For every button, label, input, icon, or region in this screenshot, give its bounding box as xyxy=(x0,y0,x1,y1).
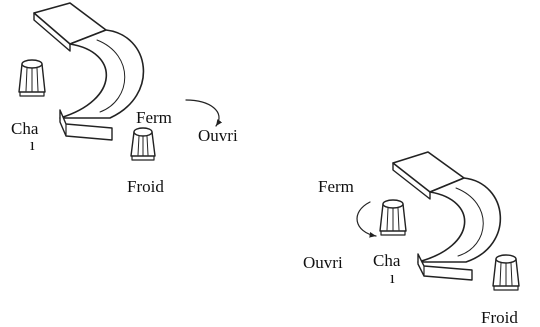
diagram-1: Ferm Ouvri Cha ı Froid xyxy=(11,2,238,196)
close-label: Ferm xyxy=(136,108,172,127)
cold-label: Froid xyxy=(481,308,518,327)
rotation-arrow-icon xyxy=(185,99,223,127)
hot-label-cont: ı xyxy=(30,135,35,154)
cold-handle-icon xyxy=(492,254,520,291)
spout-icon xyxy=(392,151,502,281)
cold-handle-icon xyxy=(130,127,156,161)
hot-handle-icon xyxy=(379,199,407,236)
hot-label: Cha xyxy=(373,251,401,270)
open-label: Ouvri xyxy=(198,126,238,145)
hot-handle-icon xyxy=(18,59,46,97)
rotation-arrow-icon xyxy=(356,201,377,238)
hot-label-cont: ı xyxy=(390,268,395,287)
diagram-2: Ferm Ouvri Cha ı Froid xyxy=(303,151,520,327)
cold-label: Froid xyxy=(127,177,164,196)
hot-label: Cha xyxy=(11,119,39,138)
close-label: Ferm xyxy=(318,177,354,196)
spout-icon xyxy=(33,2,145,141)
open-label: Ouvri xyxy=(303,253,343,272)
